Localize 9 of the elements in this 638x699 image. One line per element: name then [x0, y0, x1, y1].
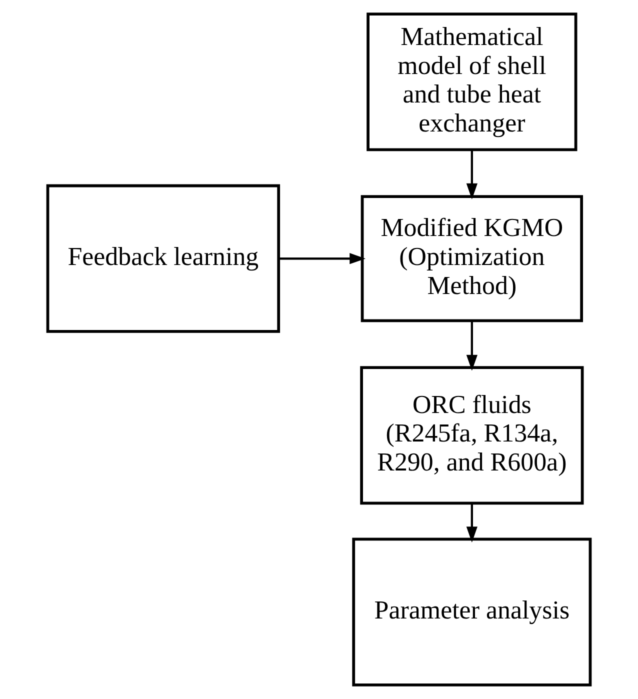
arrow	[466, 320, 478, 371]
node-box: Modified KGMO (Optimization Method)	[360, 195, 584, 322]
node-box: Parameter analysis	[352, 538, 592, 686]
arrow	[466, 504, 478, 542]
arrow	[466, 150, 478, 200]
node-box: ORC fluids (R245fa, R134a, R290, and R600a)	[360, 366, 584, 505]
arrow	[278, 253, 366, 264]
node-box: Feedback learning	[46, 184, 280, 333]
node-box: Mathematical model of shell and tube heat exchanger	[366, 12, 578, 152]
